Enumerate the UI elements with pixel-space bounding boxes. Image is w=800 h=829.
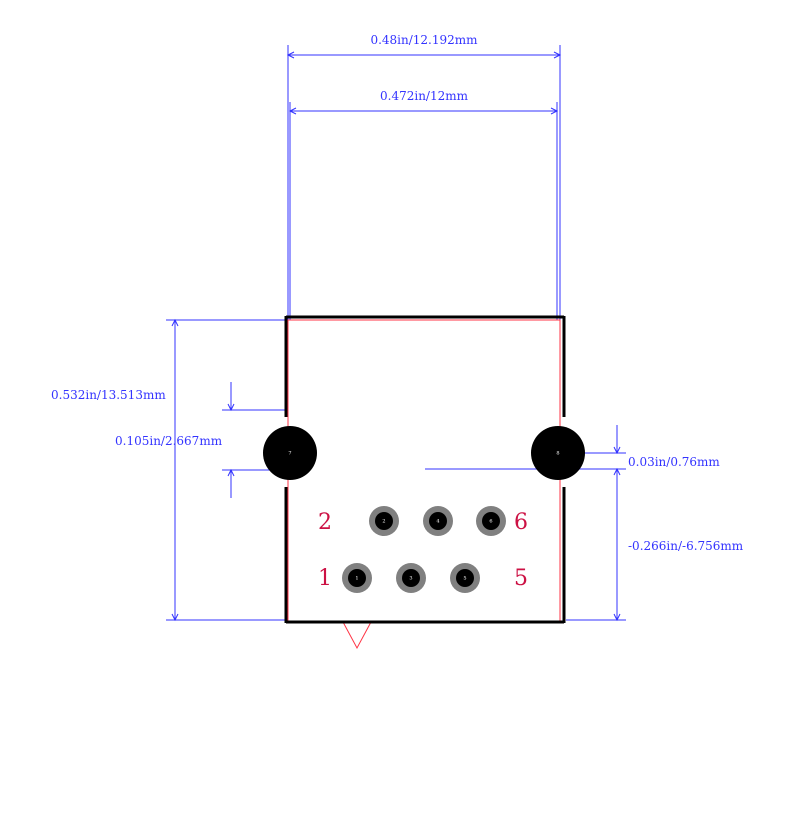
- pad-3-label: 3: [409, 576, 412, 582]
- pins-offset-arrow-top: [613, 467, 621, 476]
- mount-hole-left-label: 7: [288, 451, 291, 457]
- pad-4-label: 4: [436, 519, 439, 525]
- mount-hole-left-pad: [263, 426, 317, 480]
- pin-label-5: 5: [514, 566, 528, 591]
- inner-width-arrow-left: [288, 107, 297, 115]
- pin-label-6: 6: [514, 510, 528, 535]
- pins-offset-arrow-bottom: [613, 613, 621, 622]
- hole-arrow-bottom: [227, 468, 235, 477]
- pad-2-label: 2: [382, 519, 385, 525]
- hole-arrow-top: [227, 403, 235, 412]
- pad-4: 4: [423, 506, 453, 536]
- outer-width-arrow-left: [286, 51, 295, 59]
- pad-1-label: 1: [355, 576, 358, 582]
- mount-hole-right-pad: [531, 426, 585, 480]
- pin-label-1: 1: [318, 566, 332, 591]
- mount-hole-right: 8: [531, 426, 585, 480]
- pad-1: 1: [342, 563, 372, 593]
- height-arrow-top: [171, 318, 179, 327]
- mount-hole-label: 0.105in/2.667mm: [115, 434, 223, 448]
- height-label: 0.532in/13.513mm: [51, 388, 166, 402]
- height-arrow-bottom: [171, 613, 179, 622]
- pad-6: 6: [476, 506, 506, 536]
- pin-label-2: 2: [318, 510, 332, 535]
- outer-width-label: 0.48in/12.192mm: [370, 33, 478, 47]
- pad-3: 3: [396, 563, 426, 593]
- pad-2: 2: [369, 506, 399, 536]
- dimension-lines: [166, 45, 626, 622]
- mount-hole-left: 7: [263, 426, 317, 480]
- offset-arrow-top: [613, 446, 621, 455]
- inner-width-arrow-right: [550, 107, 559, 115]
- pad-5-label: 5: [463, 576, 466, 582]
- pad-5: 5: [450, 563, 480, 593]
- inner-width-label: 0.472in/12mm: [380, 89, 469, 103]
- outer-width-arrow-right: [553, 51, 562, 59]
- pin1-indicator: [342, 621, 372, 650]
- pad-6-label: 6: [489, 519, 492, 525]
- offset-small-label: 0.03in/0.76mm: [628, 455, 720, 469]
- pins-offset-label: -0.266in/-6.756mm: [628, 539, 744, 553]
- mount-hole-right-label: 8: [556, 451, 559, 457]
- silkscreen-outline: [284, 315, 566, 624]
